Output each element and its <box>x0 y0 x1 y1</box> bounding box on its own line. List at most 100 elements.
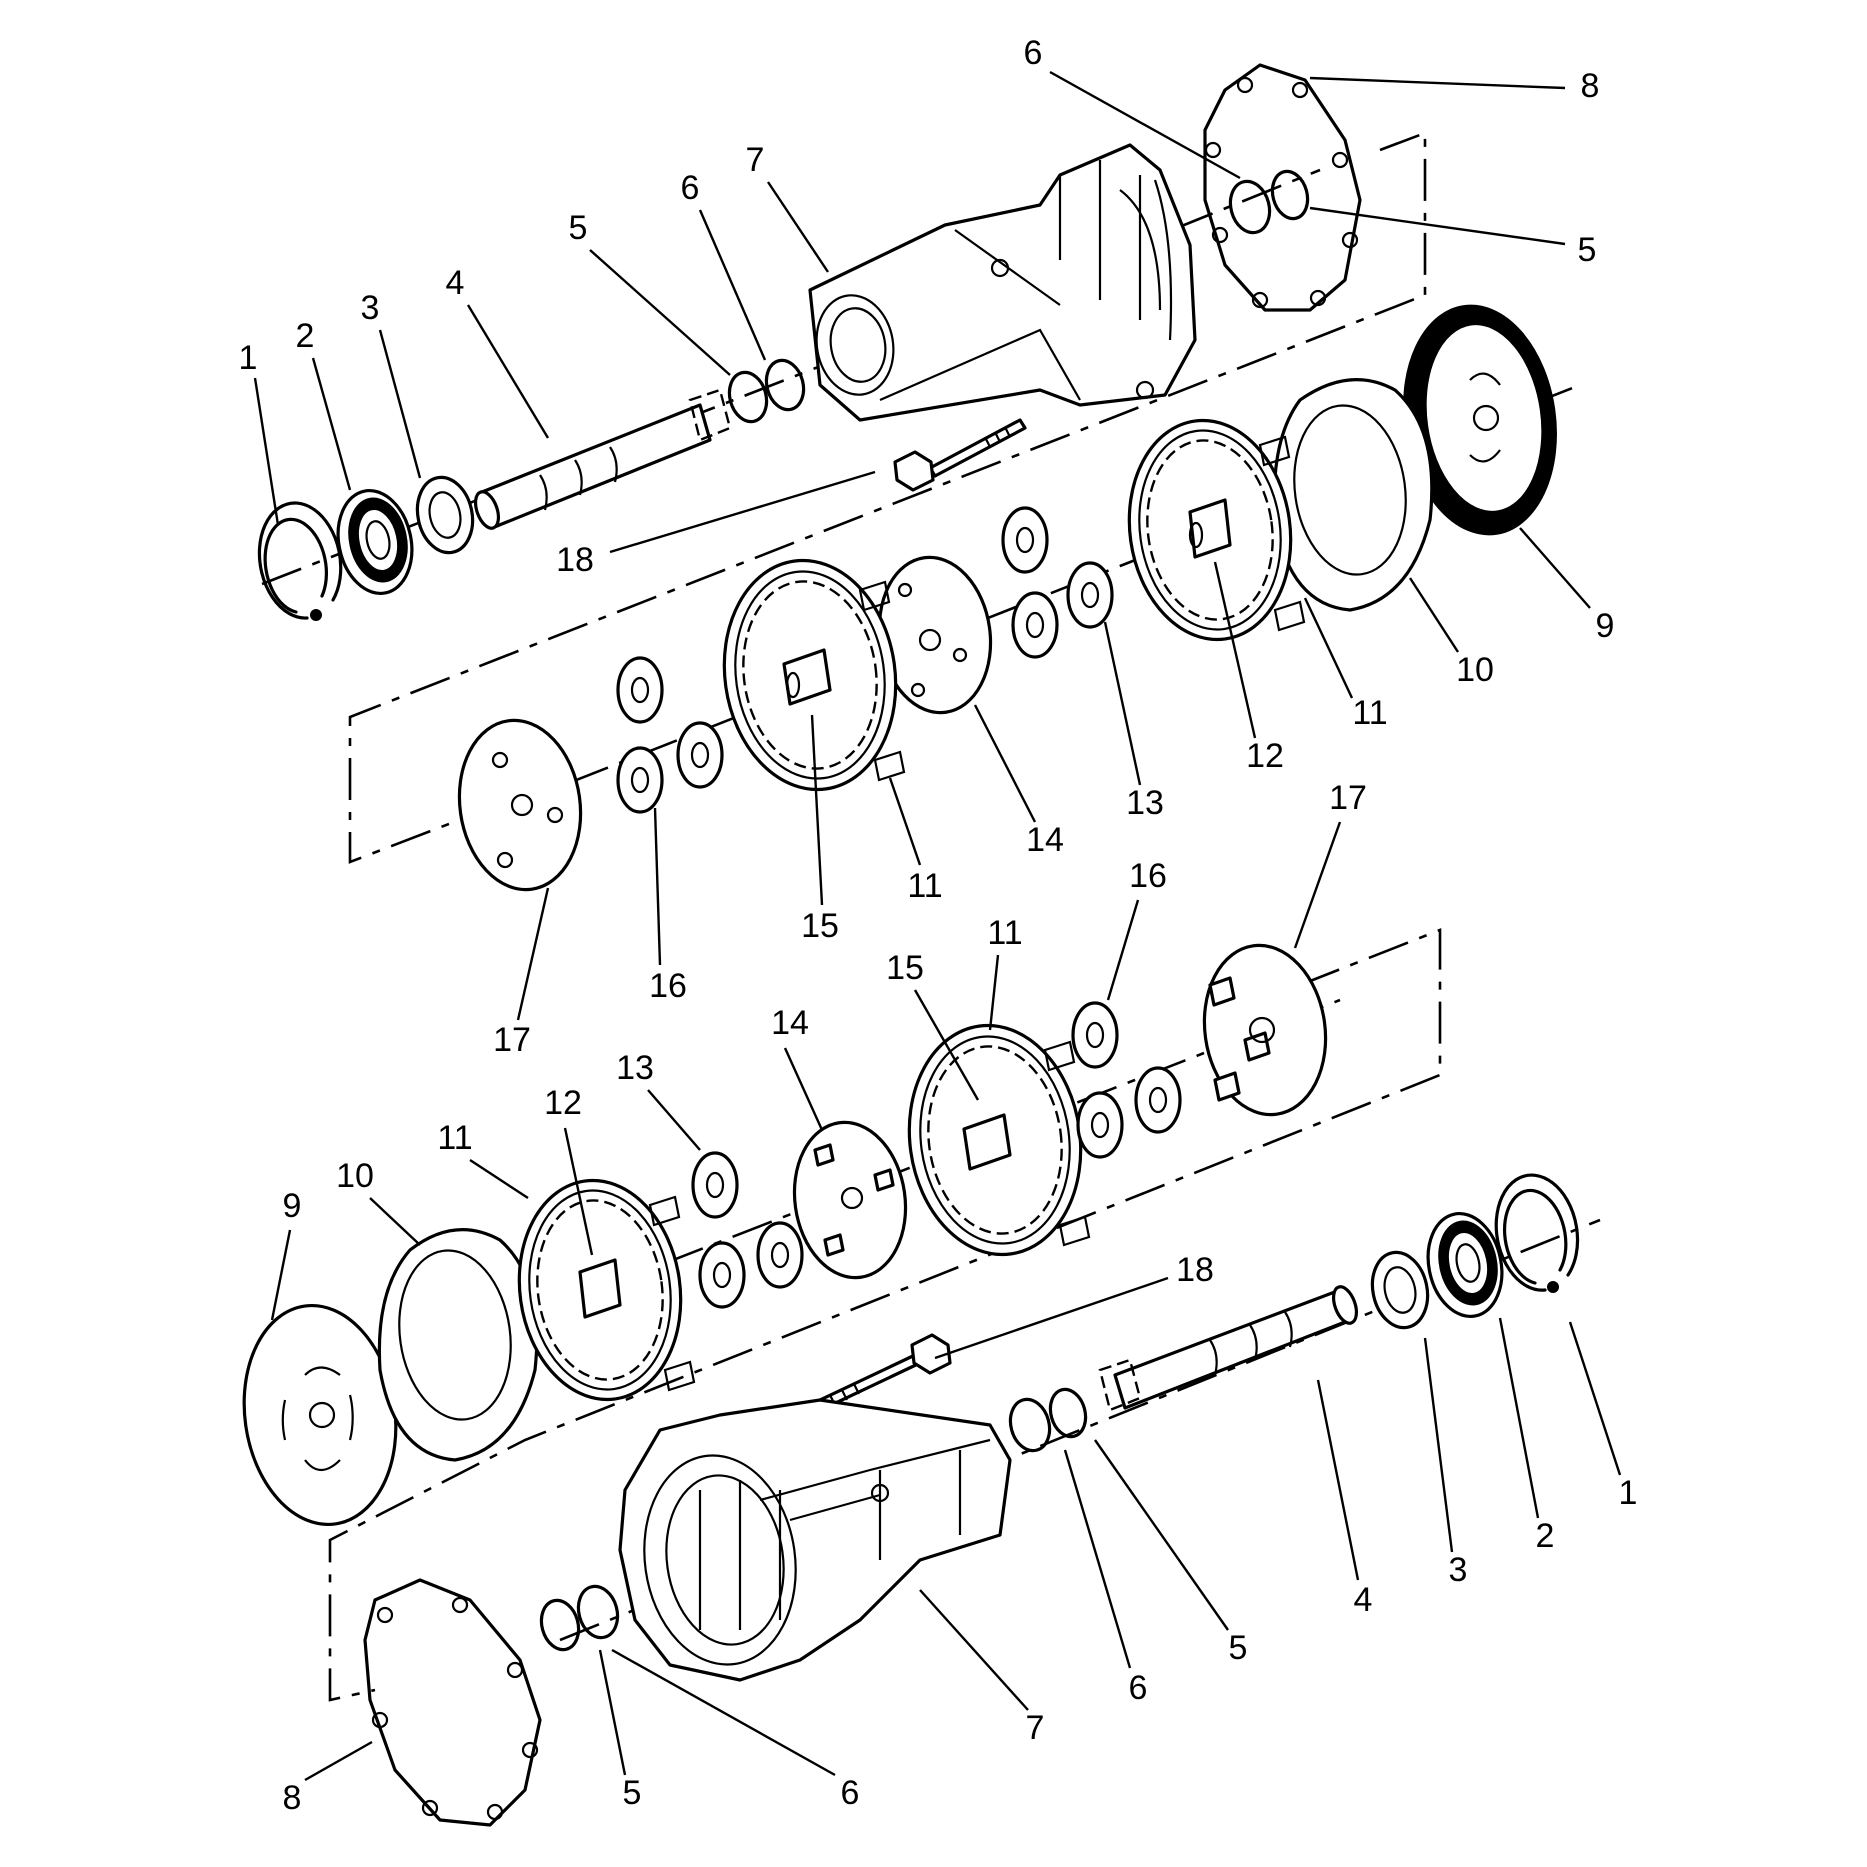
upper-callout-13: 11 <box>1352 694 1387 732</box>
washer-3-upper <box>415 475 475 555</box>
upper-callout-3: 4 <box>446 264 465 302</box>
shaft-4-upper <box>473 388 732 530</box>
callout-layer: 1234567685189101112131415111617171611151… <box>239 34 1638 1817</box>
lower-leader-19 <box>598 1649 627 1776</box>
upper-leader-19 <box>653 807 662 966</box>
lower-callout-4: 14 <box>771 1004 809 1042</box>
lower-assembly-bracket <box>328 928 1442 1702</box>
upper-leader-12 <box>1408 577 1460 653</box>
upper-callout-5: 6 <box>681 169 700 207</box>
snap-ring-5-upper-cover <box>1270 169 1310 221</box>
friction-plate-10-lower <box>377 1228 539 1462</box>
lower-leader-10 <box>934 1276 1169 1360</box>
bearing-2-upper <box>336 488 414 596</box>
lower-leader-11 <box>1568 1321 1622 1476</box>
lower-leader-16 <box>1063 1449 1132 1669</box>
lower-callout-11: 1 <box>1619 1474 1638 1512</box>
upper-callout-9: 5 <box>1578 231 1597 269</box>
upper-leader-5 <box>698 209 767 361</box>
snap-ring-5-lower-cover <box>539 1598 581 1652</box>
lower-leader-9 <box>270 1229 292 1321</box>
lower-callout-3: 15 <box>886 949 924 987</box>
snap-ring-1-lower <box>1494 1173 1580 1293</box>
upper-leader-6 <box>767 181 829 273</box>
bearing-2-lower <box>1426 1211 1504 1319</box>
lower-leader-8 <box>369 1197 421 1246</box>
snap-ring-1-upper <box>257 501 343 621</box>
case-housing-7-lower <box>618 1398 1012 1682</box>
seal-ring-6-lower-shaft <box>1008 1397 1052 1453</box>
lower-callout-0: 17 <box>1329 779 1367 817</box>
lower-leader-6 <box>563 1127 594 1256</box>
lower-callout-7: 11 <box>437 1119 472 1157</box>
upper-callout-7: 6 <box>1024 34 1043 72</box>
upper-callout-15: 13 <box>1126 784 1164 822</box>
lower-leader-7 <box>469 1158 529 1200</box>
lower-callout-20: 6 <box>841 1774 860 1812</box>
lower-callout-16: 6 <box>1129 1669 1148 1707</box>
snap-ring-5-upper-shaft <box>727 370 769 424</box>
seal-ring-6-upper-cover <box>1228 179 1272 235</box>
upper-callout-18: 11 <box>907 867 942 905</box>
upper-assembly-bracket <box>348 131 1427 864</box>
upper-leader-18 <box>888 777 922 866</box>
lower-leader-4 <box>783 1047 824 1131</box>
upper-leader-20 <box>516 887 550 1021</box>
upper-callout-1: 2 <box>296 317 315 355</box>
lower-leader-17 <box>919 1589 1029 1711</box>
upper-leader-7 <box>1049 70 1241 180</box>
lower-leader-2 <box>988 954 1000 1031</box>
lower-callout-14: 4 <box>1354 1581 1373 1619</box>
upper-leader-17 <box>810 714 824 906</box>
lower-callout-10: 18 <box>1176 1251 1214 1289</box>
upper-leader-1 <box>311 357 352 491</box>
upper-callout-14: 12 <box>1246 737 1284 775</box>
lower-callout-8: 10 <box>336 1157 374 1195</box>
upper-leader-9 <box>1309 206 1566 246</box>
washer-3-lower <box>1370 1250 1430 1330</box>
pinions-16-lower <box>1071 1001 1182 1159</box>
upper-callout-12: 10 <box>1456 651 1494 689</box>
lower-leader-12 <box>1498 1317 1540 1519</box>
upper-callout-20: 17 <box>493 1021 531 1059</box>
upper-leader-15 <box>1103 621 1142 786</box>
lower-leader-0 <box>1293 821 1342 949</box>
friction-plate-10-upper <box>1272 378 1434 612</box>
lower-callout-15: 5 <box>1229 1629 1248 1667</box>
lower-callout-2: 11 <box>987 914 1022 952</box>
upper-leader-0 <box>253 377 280 526</box>
snap-ring-5-lower-shaft <box>1048 1387 1088 1439</box>
lower-callout-1: 16 <box>1129 857 1167 895</box>
upper-leader-4 <box>589 249 731 376</box>
seal-ring-6-upper-shaft <box>764 358 806 412</box>
lower-leader-3 <box>913 989 980 1101</box>
upper-assembly <box>257 63 1581 892</box>
upper-leader-11 <box>1519 527 1591 609</box>
lower-leader-18 <box>304 1740 373 1782</box>
lower-callout-5: 13 <box>616 1049 654 1087</box>
lower-assembly <box>242 928 1601 1827</box>
pinions-13-upper <box>1001 506 1114 659</box>
plate-9-lower <box>242 1303 398 1527</box>
upper-leader-3 <box>466 304 550 439</box>
upper-callout-19: 16 <box>649 967 687 1005</box>
gasket-8-lower <box>363 1578 542 1827</box>
ring-gear-11-15-upper-middle <box>722 558 906 792</box>
upper-callout-6: 7 <box>746 141 765 179</box>
carrier-17-upper <box>457 718 583 892</box>
pinions-16-upper <box>616 656 724 814</box>
lower-callout-6: 12 <box>544 1084 582 1122</box>
lower-leader-20 <box>611 1648 836 1777</box>
upper-callout-8: 8 <box>1581 67 1600 105</box>
case-housing-7-upper <box>808 143 1197 422</box>
lower-callout-9: 9 <box>283 1187 302 1225</box>
lower-leader-13 <box>1423 1337 1454 1553</box>
upper-callout-17: 15 <box>801 907 839 945</box>
carrier-17-lower <box>1202 943 1328 1117</box>
upper-leader-14 <box>1213 561 1257 739</box>
upper-leader-13 <box>1303 597 1354 699</box>
pinions-13-lower <box>691 1151 804 1309</box>
upper-leader-2 <box>378 329 422 479</box>
seal-ring-6-lower-cover <box>576 1584 620 1640</box>
ring-gear-11-12-lower-left <box>517 1178 696 1402</box>
